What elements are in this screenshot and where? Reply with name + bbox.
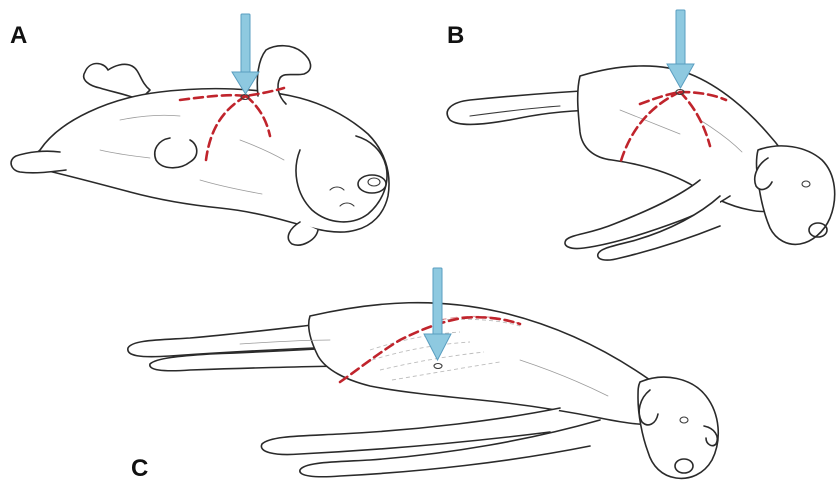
panel-b-dog (447, 10, 834, 260)
panel-a-dog (11, 14, 389, 245)
panel-c-dog (128, 268, 718, 478)
panel-a-down-arrow-icon (232, 14, 259, 94)
